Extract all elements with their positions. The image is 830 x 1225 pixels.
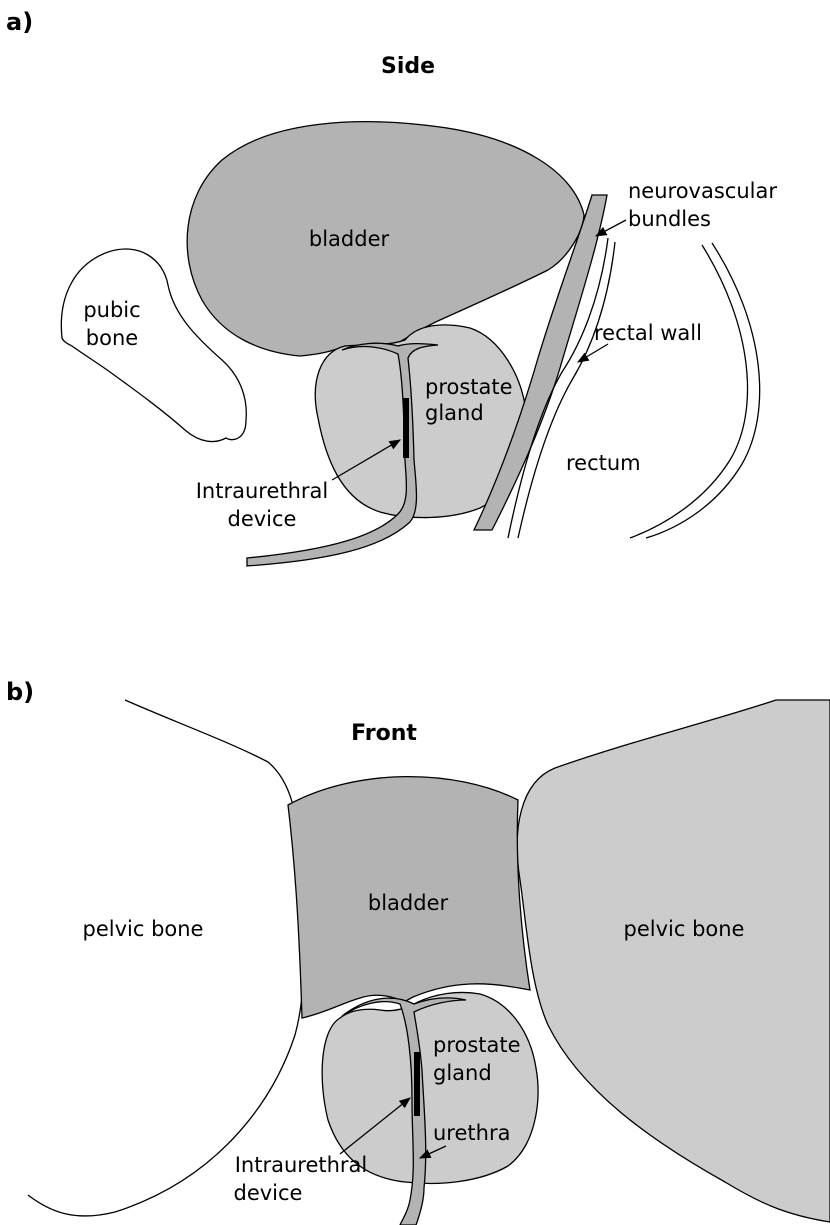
rectum-label: rectum bbox=[566, 451, 641, 475]
right-pelvic-bone-label: pelvic bone bbox=[624, 917, 745, 941]
pubic-bone-label-line1: pubic bbox=[83, 298, 140, 322]
front-view-title: Front bbox=[351, 721, 417, 746]
intraurethral-device-side bbox=[403, 398, 409, 458]
device-label-front-line2: device bbox=[234, 1181, 303, 1205]
left-pelvic-bone-label: pelvic bone bbox=[83, 917, 204, 941]
bladder-label-front: bladder bbox=[368, 891, 449, 915]
neurovascular-label-line2: bundles bbox=[628, 207, 711, 231]
panel-b-label: b) bbox=[6, 678, 34, 706]
rectal-wall-line-1 bbox=[508, 238, 608, 538]
rectum-wall-outer bbox=[630, 245, 748, 538]
right-pelvic-bone-shape bbox=[517, 700, 830, 1222]
side-view-title: Side bbox=[381, 54, 435, 79]
rectal-wall-label: rectal wall bbox=[594, 321, 702, 345]
left-pelvic-bone-shape bbox=[28, 700, 304, 1216]
panel-b: b) Front bladder pelvic bone pelvic bone… bbox=[6, 678, 830, 1225]
bladder-label-side: bladder bbox=[309, 227, 390, 251]
pubic-bone-label-line2: bone bbox=[86, 326, 138, 350]
prostate-label-front-line1: prostate bbox=[433, 1033, 521, 1057]
panel-a: a) Side bladder pubic bone prostate glan… bbox=[6, 8, 777, 566]
device-label-front-line1: Intraurethral bbox=[235, 1153, 368, 1177]
device-label-side-line1: Intraurethral bbox=[196, 479, 329, 503]
prostate-label-side-line2: gland bbox=[425, 401, 484, 425]
prostate-label-side-line1: prostate bbox=[425, 375, 513, 399]
urethra-label: urethra bbox=[433, 1121, 510, 1145]
neurovascular-label-line1: neurovascular bbox=[628, 179, 777, 203]
prostate-label-front-line2: gland bbox=[433, 1061, 492, 1085]
intraurethral-device-front bbox=[414, 1052, 420, 1116]
rectal-wall-arrow bbox=[578, 344, 608, 362]
device-label-side-line2: device bbox=[228, 507, 297, 531]
panel-a-label: a) bbox=[6, 8, 33, 36]
